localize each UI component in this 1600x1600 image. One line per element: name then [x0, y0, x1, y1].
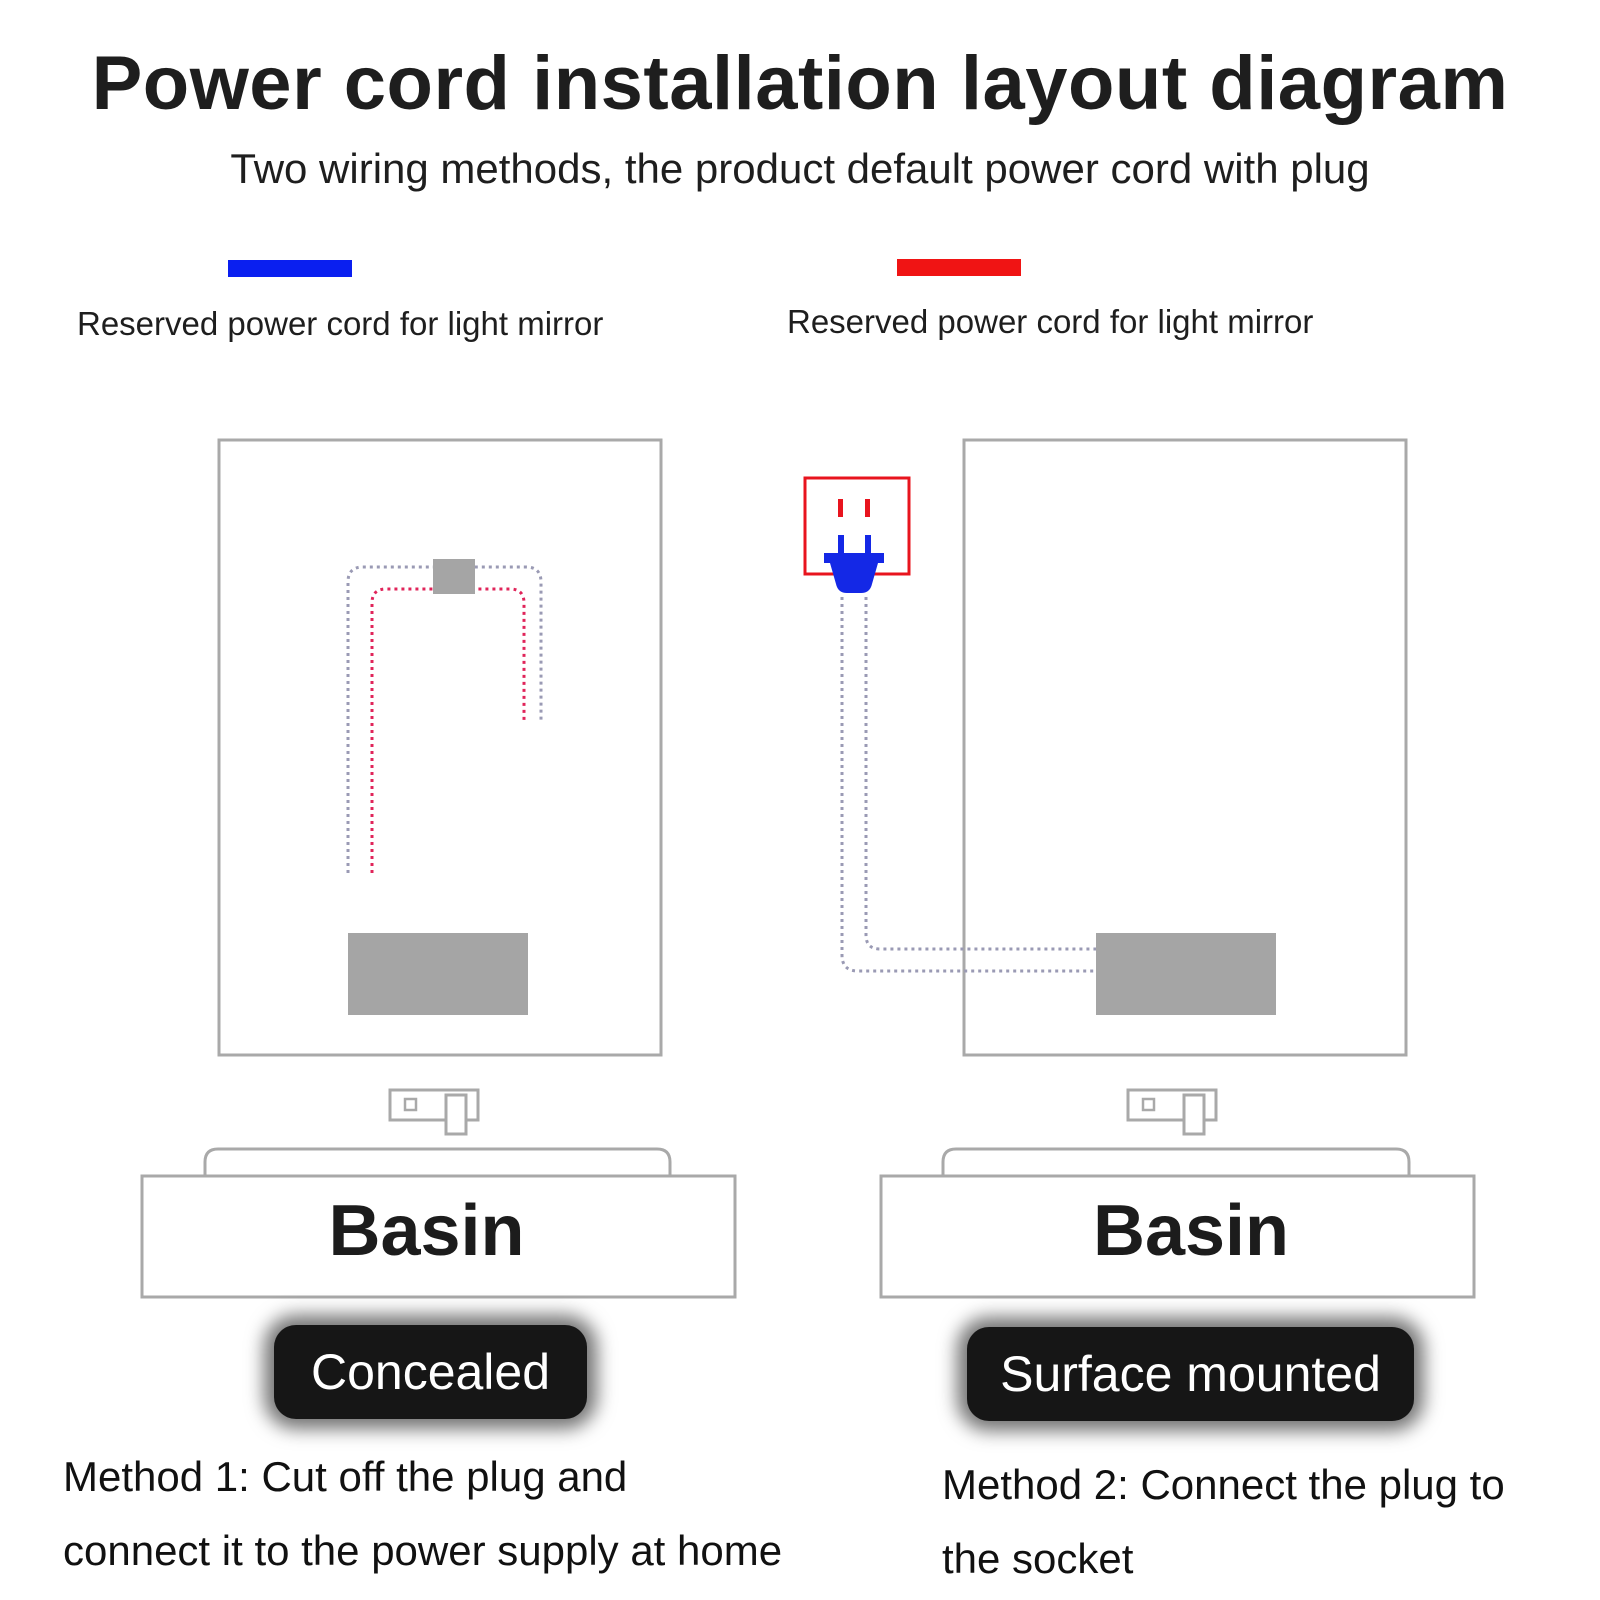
- badge-concealed: Concealed: [274, 1325, 587, 1419]
- page-subtitle: Two wiring methods, the product default …: [230, 145, 1370, 192]
- legend-label-blue: Reserved power cord for light mirror: [77, 305, 604, 342]
- wire-grey-right-inner: [864, 597, 1117, 951]
- wire-grey-left: [346, 565, 543, 873]
- page-title: Power cord installation layout diagram: [91, 41, 1509, 126]
- method-2-line-2: the socket: [942, 1535, 1134, 1582]
- cabinet-box-left: [348, 933, 528, 1015]
- mirror-frame-right: [962, 438, 1408, 1057]
- badge-surface-mounted: Surface mounted: [967, 1327, 1414, 1421]
- method-2-description: Method 2: Connect the plug to the socket: [942, 1448, 1505, 1596]
- basin-label-left: Basin: [328, 1191, 525, 1271]
- method-1-line-2: connect it to the power supply at home: [63, 1527, 783, 1574]
- basin-outline-right: [879, 1174, 1476, 1299]
- method-1-description: Method 1: Cut off the plug and connect i…: [63, 1440, 782, 1588]
- legend-swatch-red: [897, 259, 1021, 276]
- basin-label-right: Basin: [1092, 1191, 1290, 1271]
- mirror-frame-left: [217, 438, 663, 1057]
- basin-rim-right: [941, 1147, 1411, 1176]
- junction-box-left: [433, 559, 475, 594]
- basin-rim-left: [203, 1147, 672, 1176]
- method-1-line-1: Method 1: Cut off the plug and: [63, 1453, 628, 1500]
- legend-swatch-blue: [228, 260, 352, 277]
- cabinet-box-right: [1096, 933, 1276, 1015]
- method-2-line-1: Method 2: Connect the plug to: [942, 1461, 1505, 1508]
- wire-grey-right-outer: [840, 597, 1095, 973]
- legend-label-red: Reserved power cord for light mirror: [787, 303, 1314, 340]
- plug-icon: [824, 535, 884, 593]
- wire-red-left: [370, 587, 526, 873]
- basin-outline-left: [140, 1174, 737, 1299]
- faucet-icon: [1126, 1088, 1218, 1136]
- faucet-icon: [388, 1088, 480, 1136]
